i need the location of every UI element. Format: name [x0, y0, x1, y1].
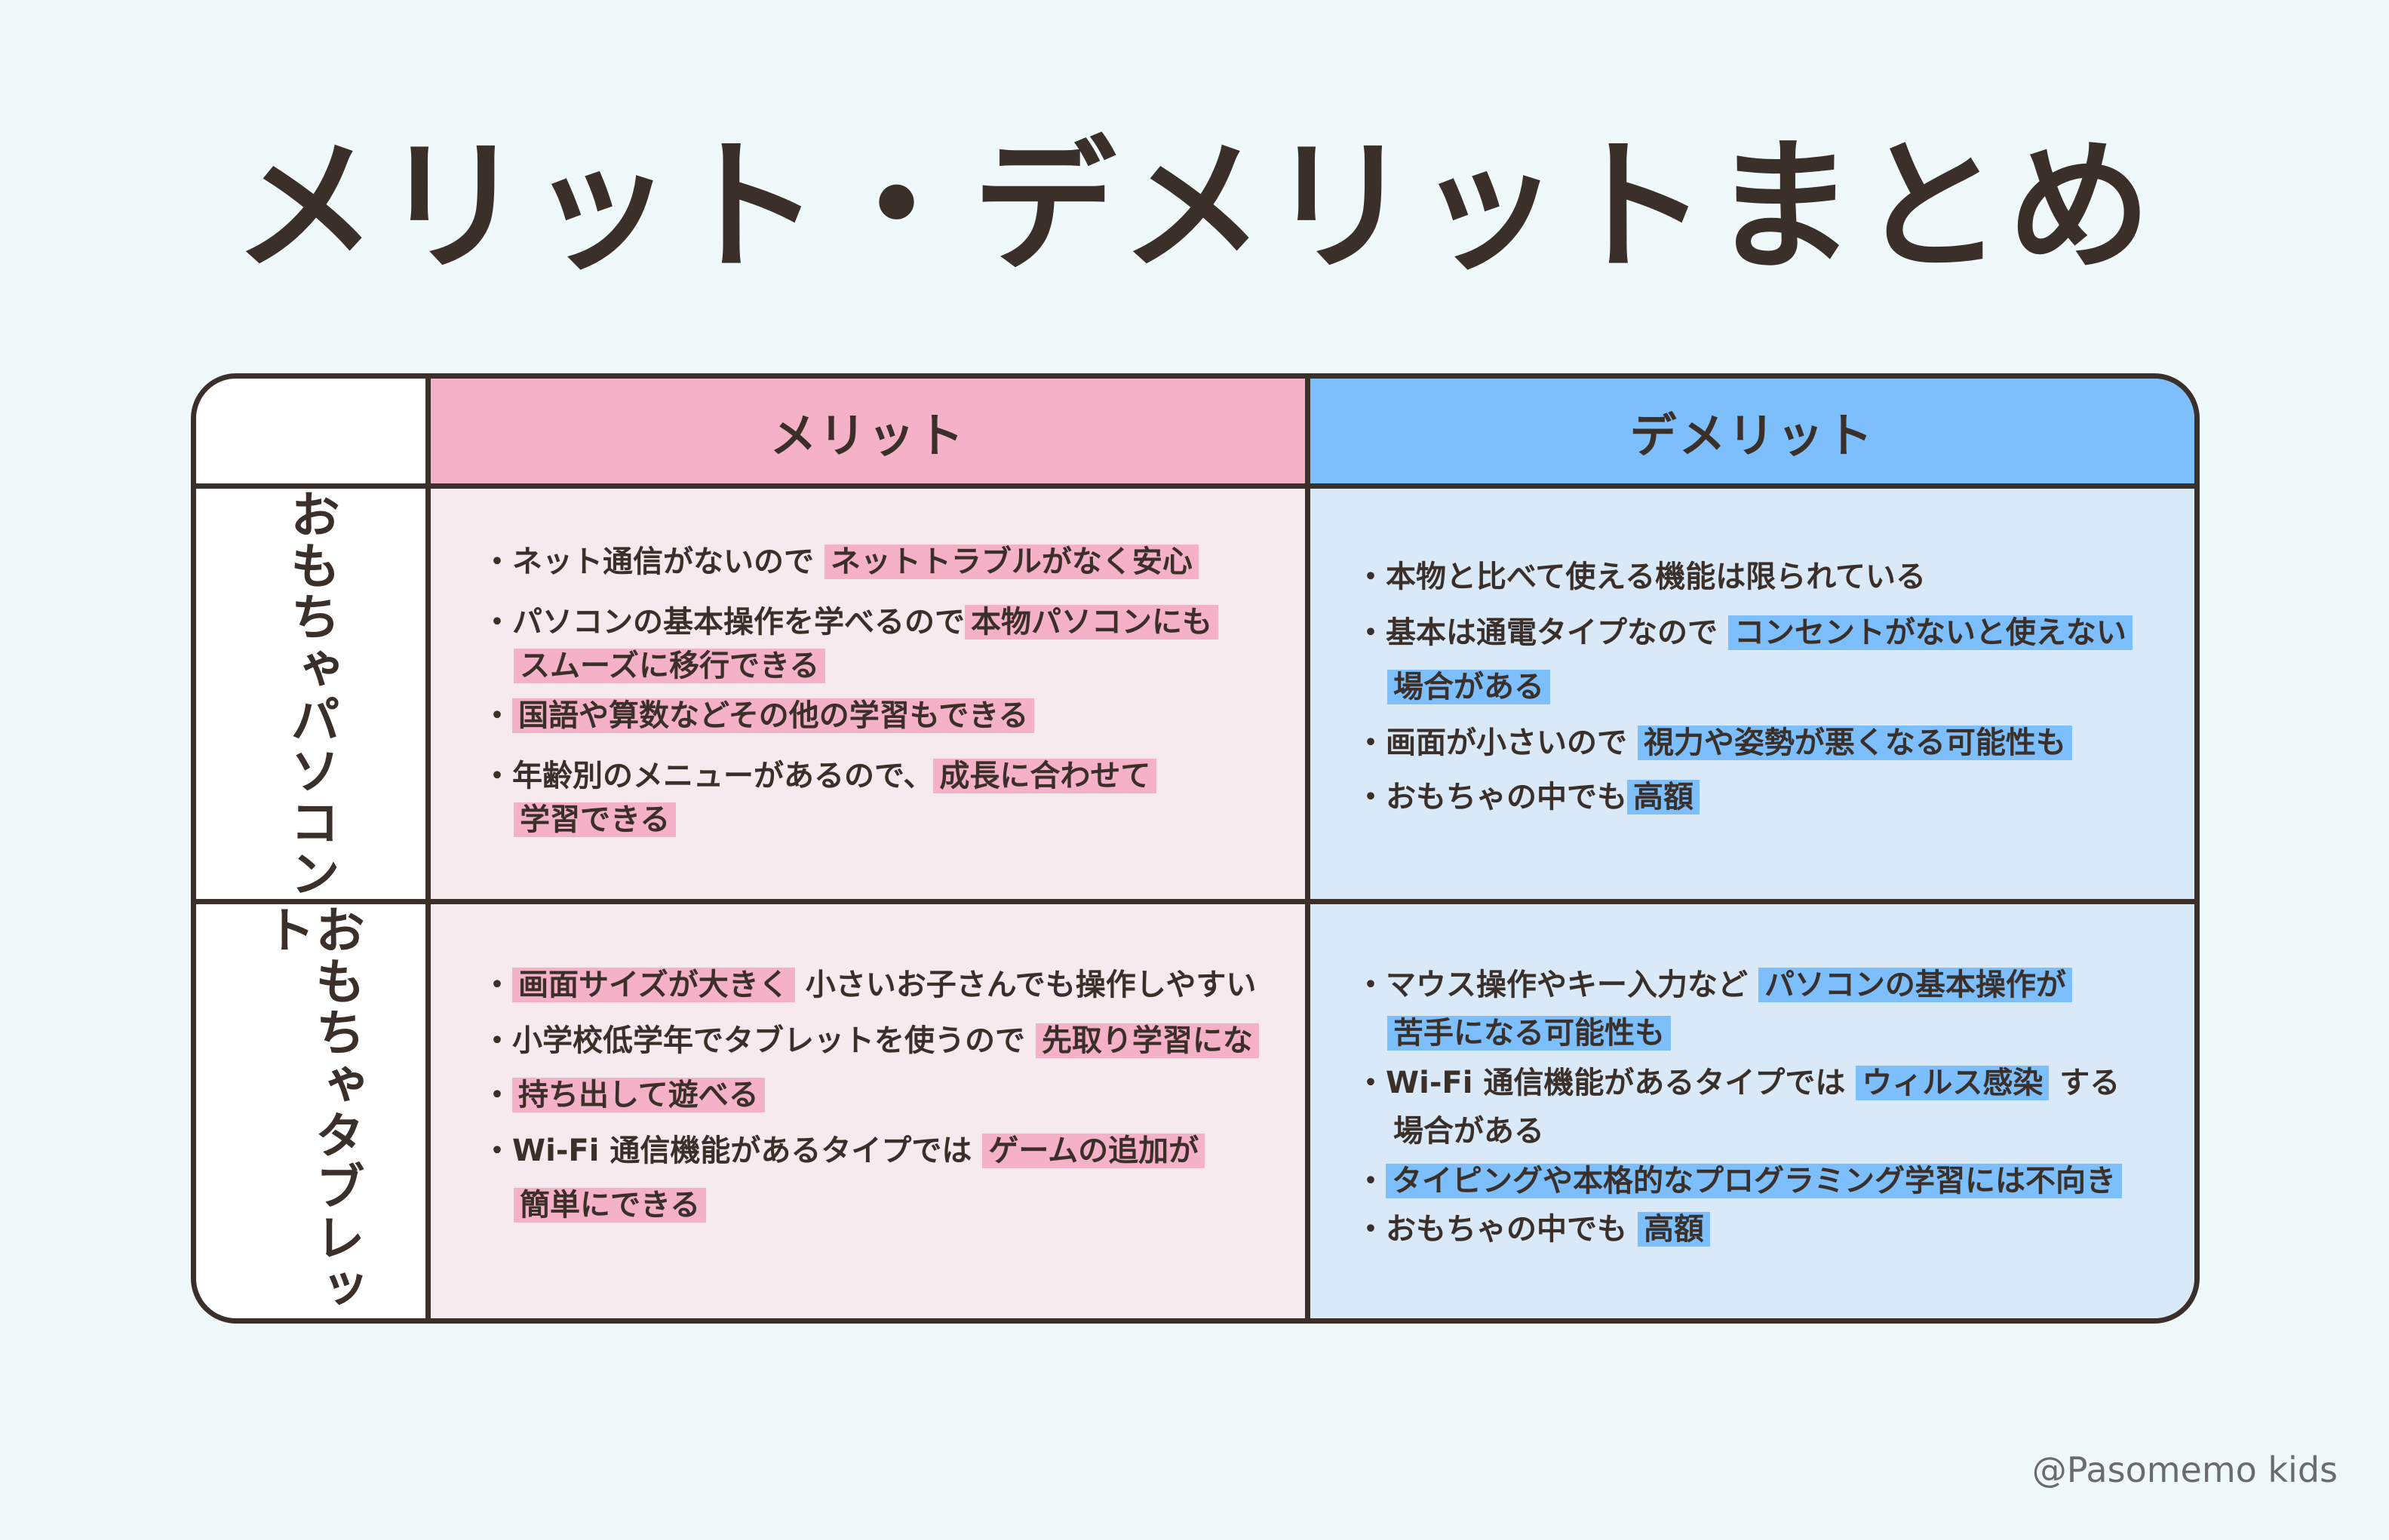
list-item: ・ネット通信がないので ネットトラブルがなく安心 [482, 540, 1199, 584]
list-item: ・本物と比べて使える機能は限られている [1356, 560, 1926, 594]
list-item: ・画面サイズが大きく 小さいお子さんでも操作しやすい [482, 968, 1257, 1002]
row-header-toy-tablet: おもちゃタブレット [196, 904, 431, 1318]
cell-toy-tablet-merits: ・画面サイズが大きく 小さいお子さんでも操作しやすい ・小学校低学年でタブレット… [431, 904, 1310, 1318]
list-item: ・おもちゃの中でも高額 [1356, 775, 1700, 819]
row-label-toy-pc: おもちゃパソコン [282, 489, 340, 899]
list-item: ・パソコンの基本操作を学べるので本物パソコンにも スムーズに移行できる [482, 600, 1218, 688]
column-header-demerit: デメリット [1310, 379, 2194, 489]
column-header-merit: メリット [431, 379, 1310, 489]
credit-text: @Pasomemo kids [2031, 1450, 2338, 1490]
list-item: ・画面が小さいので 視力や姿勢が悪くなる可能性も [1356, 721, 2072, 765]
list-item: ・おもちゃの中でも 高額 [1356, 1207, 1710, 1251]
page-title: メリット・デメリットまとめ [233, 124, 2156, 290]
cell-toy-pc-demerits: ・本物と比べて使える機能は限られている ・基本は通電タイプなので コンセントがな… [1310, 489, 2194, 904]
list-item: ・国語や算数などその他の学習もできる [482, 694, 1035, 738]
list-item: ・小学校低学年でタブレットを使うので 先取り学習にな [482, 1019, 1259, 1063]
table-corner [196, 379, 431, 489]
list-item: ・タイピングや本格的なプログラミング学習には不向き [1356, 1159, 2122, 1203]
cell-toy-tablet-demerits: ・マウス操作やキー入力など パソコンの基本操作が 苦手になる可能性も ・Wi-F… [1310, 904, 2194, 1318]
list-item: ・持ち出して遊べる [482, 1073, 765, 1117]
list-item: ・基本は通電タイプなので コンセントがないと使えない 場合がある [1356, 611, 2133, 709]
comparison-table: メリット デメリット おもちゃパソコン ・ネット通信がないので ネットトラブルが… [191, 373, 2200, 1324]
cell-toy-pc-merits: ・ネット通信がないので ネットトラブルがなく安心 ・パソコンの基本操作を学べるの… [431, 489, 1310, 904]
list-item: ・年齢別のメニューがあるので、成長に合わせて 学習できる [482, 754, 1157, 842]
list-item: ・Wi-Fi 通信機能があるタイプでは ゲームの追加が 簡単にできる [482, 1129, 1205, 1227]
row-header-toy-pc: おもちゃパソコン [196, 489, 431, 904]
row-label-toy-tablet: おもちゃタブレット [257, 904, 365, 1315]
list-item: ・マウス操作やキー入力など パソコンの基本操作が 苦手になる可能性も [1356, 963, 2072, 1055]
list-item: ・Wi-Fi 通信機能があるタイプでは ウィルス感染 する 場合がある [1356, 1066, 2120, 1149]
